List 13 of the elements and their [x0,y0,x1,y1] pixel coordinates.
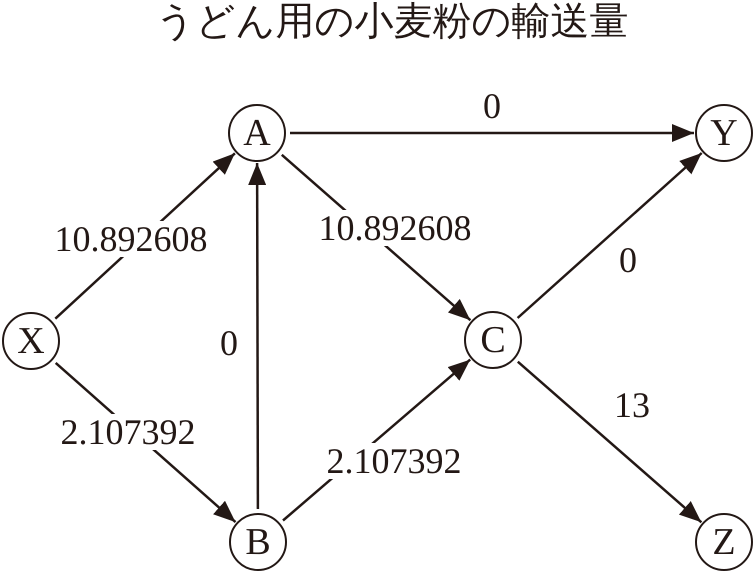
node-circle: B [229,513,287,571]
node-circle: A [228,104,286,162]
edge-label: 2.107392 [60,414,196,450]
arrow [516,360,702,524]
arrow [248,163,266,509]
edge-label: 2.107392 [326,443,462,479]
title: うどん用の小麦粉の輸送量 [156,1,628,44]
node-circle: X [2,312,60,370]
arrow [516,152,703,319]
node-circle: Z [695,513,753,571]
node-circle: Y [695,104,753,162]
node-circle: C [464,311,522,369]
arrow [290,124,694,142]
